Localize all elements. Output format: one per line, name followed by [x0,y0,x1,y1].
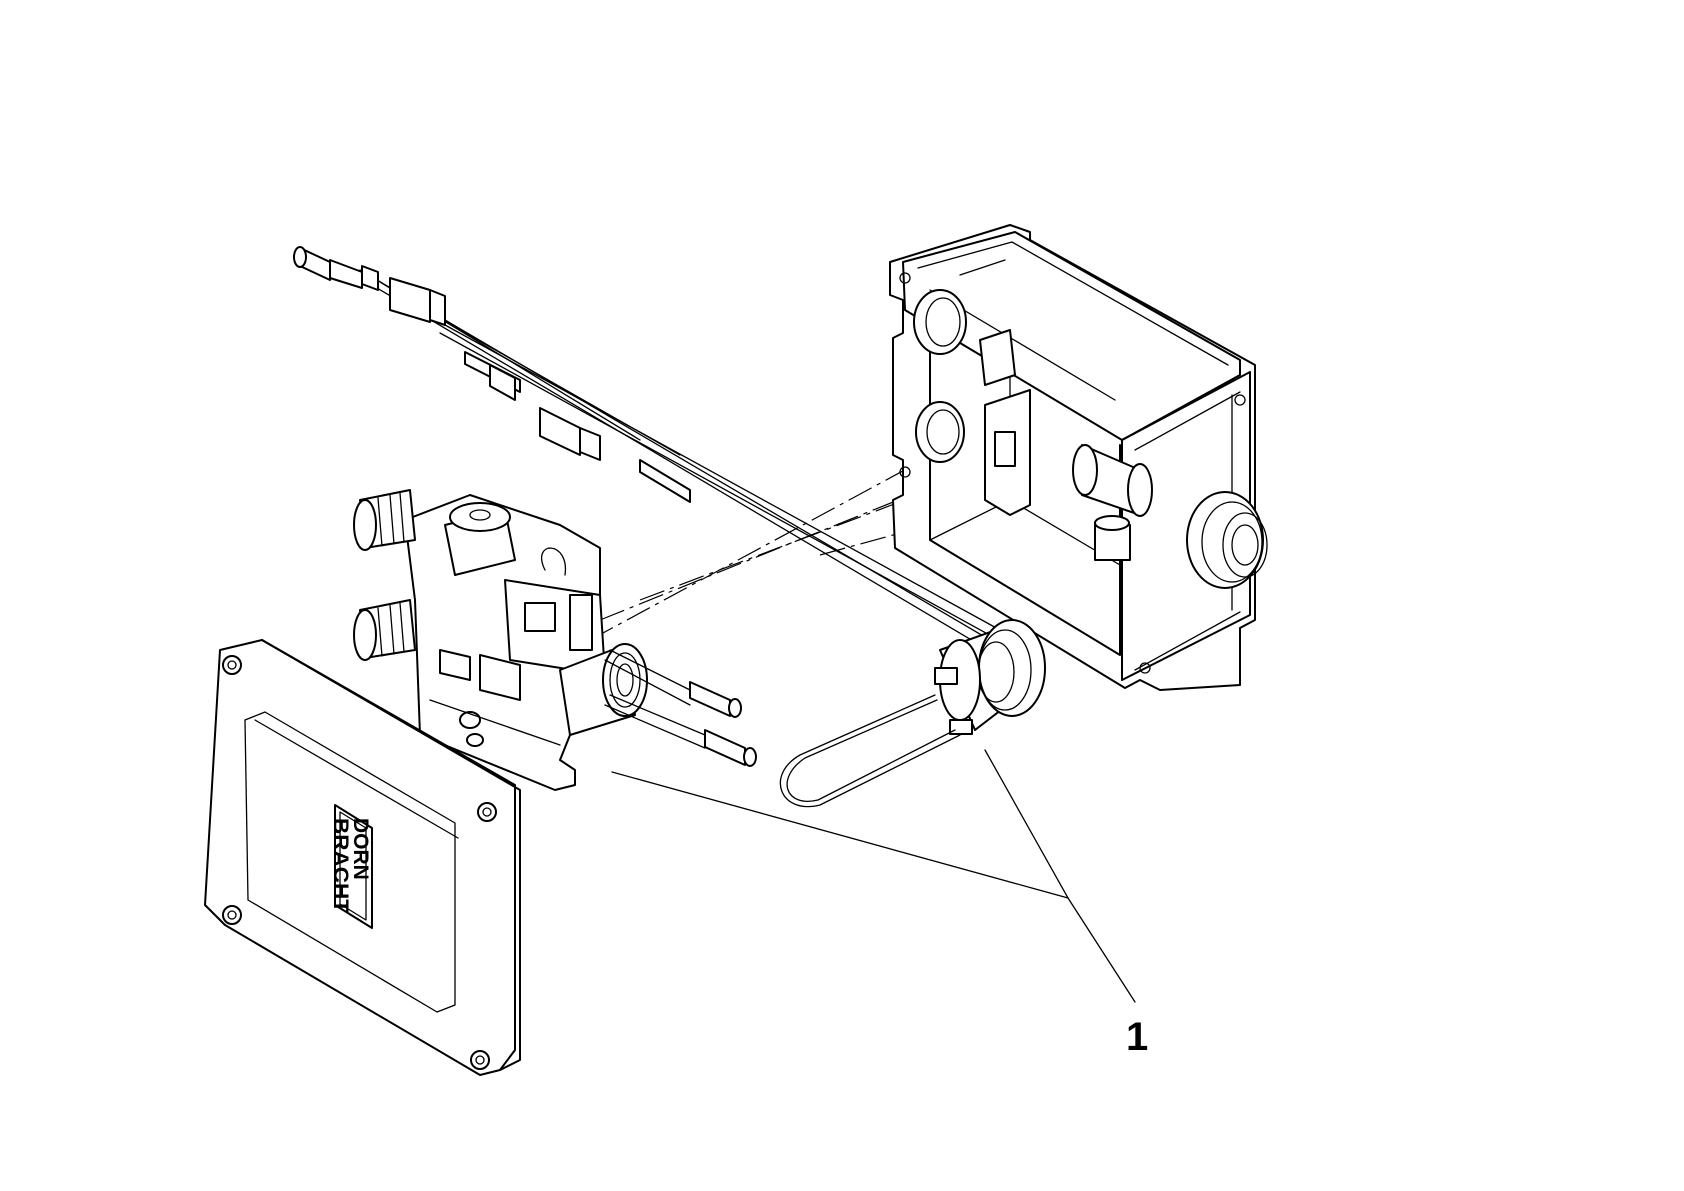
dornbracht-logo: DORN BRACHT [329,818,372,913]
valve-block-icon [353,489,757,791]
callout-leader-lines [611,749,1136,1003]
callout-label-1: 1 [1126,1015,1148,1059]
sensor-plug-icon [779,619,1046,808]
cover-plate-icon [204,639,521,1076]
mounting-box-icon [889,224,1268,691]
logo-text-line-1: DORN [349,818,372,880]
cable-harness-icon [293,246,1001,649]
logo-text-line-2: BRACHT [329,818,352,913]
